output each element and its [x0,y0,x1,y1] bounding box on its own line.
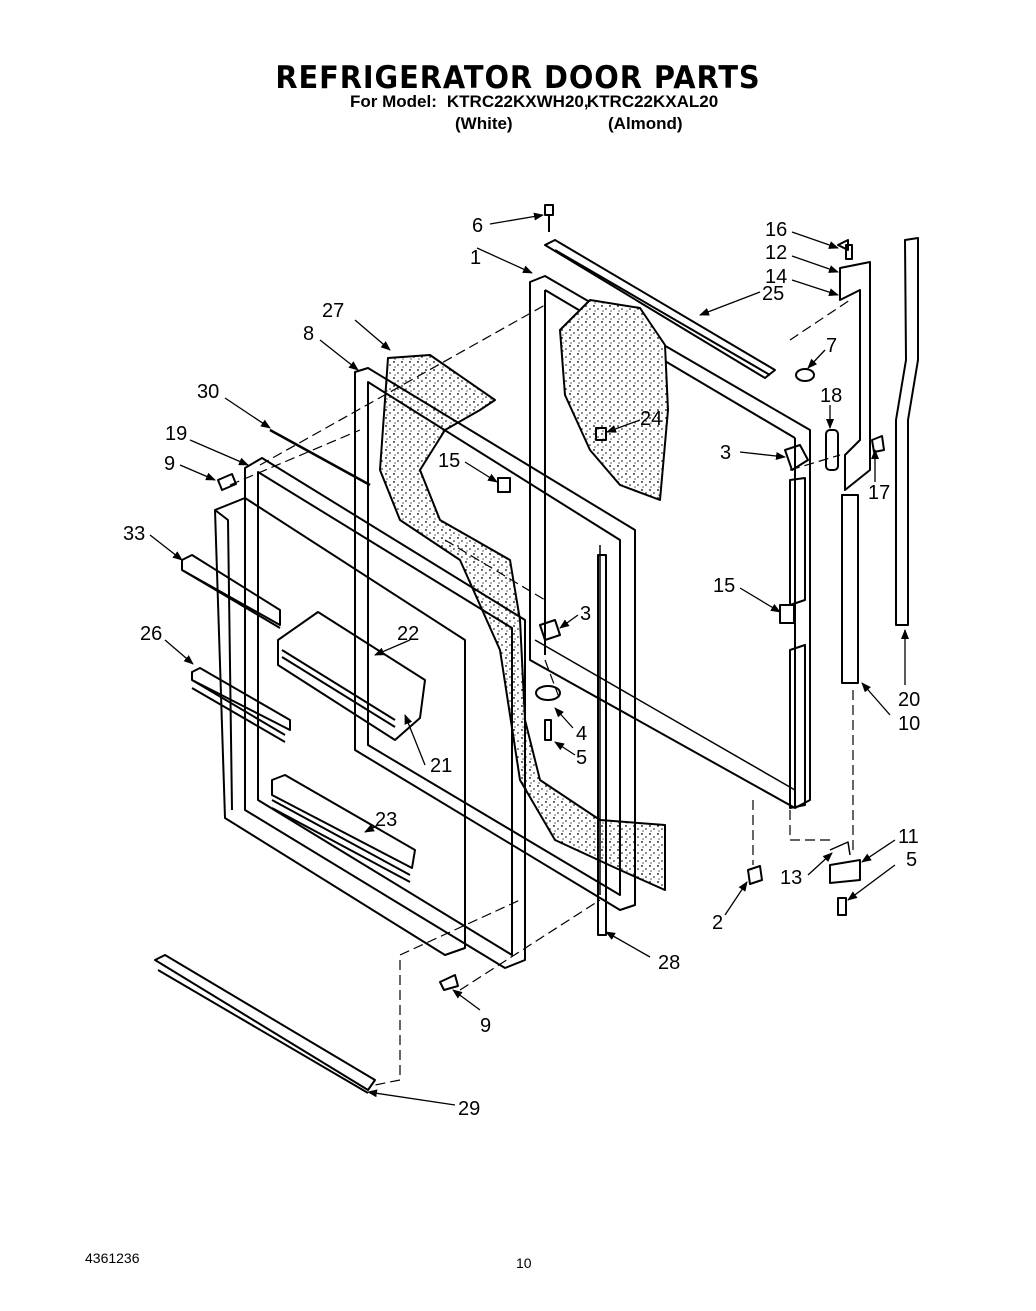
side-trim [895,237,919,626]
callout-15b: 15 [713,575,735,597]
bracket-15b [779,604,795,624]
washer-4 [535,685,561,701]
callout-28: 28 [658,952,680,974]
screw-5a [544,719,552,741]
bracket-15a [497,477,511,493]
bracket-3b [539,619,561,641]
side-strip [841,494,859,684]
door-bin-upper [181,554,281,629]
callout-1: 1 [470,247,481,269]
callout-3b: 3 [580,603,591,625]
model-label: For Model: [350,92,437,111]
door-liner [214,457,526,969]
color-almond: (Almond) [608,114,683,133]
side-channel [789,477,806,606]
callout-10: 10 [898,713,920,735]
callout-26: 26 [140,623,162,645]
model-line: For Model: KTRC22KXWH20,KTRC22KXAL20 [350,92,718,112]
bottom-trim [154,954,376,1094]
callout-8: 8 [303,323,314,345]
callout-19: 19 [165,423,187,445]
part-number: 4361236 [85,1250,140,1266]
page-number: 10 [516,1255,532,1271]
callout-25: 25 [762,283,784,305]
callout-20: 20 [898,689,920,711]
bottom-hinge [829,859,861,884]
callout-23: 23 [375,809,397,831]
callout-30: 30 [197,381,219,403]
door-shelf-26 [191,667,291,743]
callout-18: 18 [820,385,842,407]
door-bin-dairy [277,611,426,741]
inner-door-frame [354,367,636,911]
callout-7: 7 [826,335,837,357]
top-hinge [839,244,871,491]
callout-6: 6 [472,215,483,237]
callout-24: 24 [640,408,662,430]
callout-5b: 5 [906,849,917,871]
callout-2: 2 [712,912,723,934]
rod-30 [269,428,371,487]
leader-lines [149,212,909,1106]
callout-5a: 5 [576,747,587,769]
callout-13: 13 [780,867,802,889]
page-title: REFRIGERATOR DOOR PARTS [275,60,761,96]
model-almond: KTRC22KXAL20 [586,92,719,111]
callout-11: 11 [898,826,919,848]
color-white: (White) [455,114,513,133]
screw-5b [837,897,847,916]
callout-17: 17 [868,482,890,504]
plug-7 [795,368,815,382]
screw-16 [837,239,849,251]
callout-16: 16 [765,219,787,241]
callout-9a: 9 [164,453,175,475]
callout-9b: 9 [480,1015,491,1037]
callout-12: 12 [765,242,787,264]
hinge-cover [825,429,839,471]
top-trim-strip [544,239,776,379]
outer-door-panel [529,275,811,809]
clip-24 [595,427,607,441]
screw-6 [544,204,554,232]
callout-15a: 15 [438,450,460,472]
callout-21: 21 [430,755,452,777]
callout-33: 33 [123,523,145,545]
callout-3a: 3 [720,442,731,464]
alignment-lines [229,299,854,1086]
door-shelf-23 [271,774,416,883]
callout-22: 22 [397,623,419,645]
callout-29: 29 [458,1098,480,1120]
bracket-3a [784,444,809,471]
screw-9a [217,473,237,491]
cap-2 [747,865,763,885]
callout-labels: 1 2 3 3 4 5 5 6 7 8 9 9 10 11 12 13 14 1… [123,215,920,1120]
screw-17 [871,435,885,453]
callout-4: 4 [576,723,587,745]
callout-27: 27 [322,300,344,322]
vertical-strip [597,554,607,936]
screw-9b [439,974,459,991]
model-white: KTRC22KXWH20, [446,92,589,111]
callout-14: 14 [765,266,787,288]
